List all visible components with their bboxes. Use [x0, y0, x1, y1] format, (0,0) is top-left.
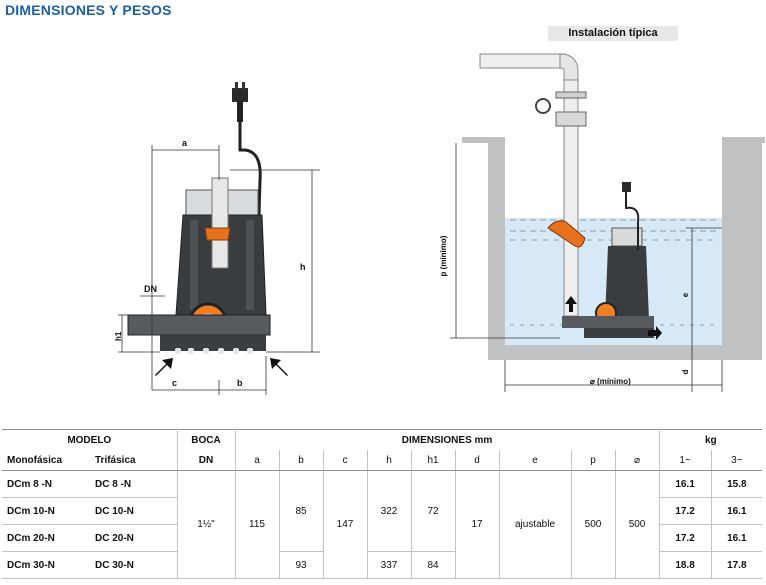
cell-dn: 1½"	[176, 470, 236, 579]
cell-mono: DCm 20-N	[2, 524, 90, 552]
header-kg3: 3~	[710, 450, 763, 471]
dim-a-label: a	[182, 138, 188, 148]
cell-b-2: 93	[278, 551, 324, 579]
cell-a: 115	[234, 470, 280, 579]
cell-tri: DC 20-N	[90, 524, 178, 552]
cell-p: 500	[570, 470, 616, 579]
header-p: p	[570, 450, 616, 471]
cell-mono: DCm 10-N	[2, 497, 90, 525]
cell-c: 147	[322, 470, 368, 579]
pump-dimension-drawing: a h DN h1 c b p (mínim	[114, 53, 765, 395]
table-row: DCm 10-N DC 10-N 17.2 16.1	[2, 497, 763, 525]
header-h1: h1	[410, 450, 456, 471]
dim-p-label: p (mínimo)	[439, 235, 448, 276]
header-e: e	[498, 450, 572, 471]
cell-h1-2: 84	[410, 551, 456, 579]
cell-h-1: 322	[366, 470, 412, 552]
header-kg1: 1~	[658, 450, 712, 471]
table-row: DCm 30-N DC 30-N 93 337 84 18.8 17.8	[2, 551, 763, 579]
header-dn: DN	[176, 450, 236, 471]
table-row: DCm 20-N DC 20-N 17.2 16.1	[2, 524, 763, 552]
header-a: a	[234, 450, 280, 471]
cell-e: ajustable	[498, 470, 572, 579]
cell-kg3: 16.1	[710, 524, 763, 552]
header-c: c	[322, 450, 368, 471]
cell-kg3: 16.1	[710, 497, 763, 525]
dim-h-label: h	[300, 262, 306, 272]
cell-kg1: 18.8	[658, 551, 712, 579]
dim-d-label: d	[681, 369, 690, 374]
header-d: d	[454, 450, 500, 471]
header-modelo: MODELO	[67, 434, 112, 446]
cell-kg1: 17.2	[658, 524, 712, 552]
cell-h-2: 337	[366, 551, 412, 579]
cell-diam: 500	[614, 470, 660, 579]
cell-tri: DC 30-N	[90, 551, 178, 579]
dim-b-label: b	[237, 378, 243, 388]
header-monofasica: Monofásica	[2, 450, 90, 471]
dim-dn-label: DN	[144, 284, 157, 294]
dim-e-label: e	[681, 292, 690, 297]
table-subheader-row: Monofásica Trifásica DN a b c h h1 d e p…	[2, 450, 763, 471]
dim-c-label: c	[172, 378, 177, 388]
cell-kg3: 15.8	[710, 470, 763, 498]
page-title: DIMENSIONES Y PESOS	[5, 2, 172, 18]
table-row: DCm 8 -N DC 8 -N 1½" 115 85 147 322 72 1…	[2, 470, 763, 579]
cell-tri: DC 8 -N	[90, 470, 178, 498]
dimensions-weights-table: MODELO BOCA DIMENSIONES mm kg Monofásica…	[2, 429, 763, 579]
table-header-row: MODELO BOCA DIMENSIONES mm kg	[2, 429, 763, 450]
header-b: b	[278, 450, 324, 471]
header-h: h	[366, 450, 412, 471]
cell-b-1: 85	[278, 470, 324, 552]
cell-kg3: 17.8	[710, 551, 763, 579]
dim-h1-label: h1	[114, 331, 123, 341]
cell-h1-1: 72	[410, 470, 456, 552]
cell-kg1: 16.1	[658, 470, 712, 498]
installation-caption: Instalación típica	[548, 26, 678, 41]
cell-mono: DCm 30-N	[2, 551, 90, 579]
cell-d: 17	[454, 470, 500, 579]
header-kg: kg	[658, 429, 763, 450]
cell-kg1: 17.2	[658, 497, 712, 525]
header-dimensiones: DIMENSIONES mm	[234, 429, 660, 450]
cell-mono: DCm 8 -N	[2, 470, 90, 498]
dim-min-width-label: ⌀ (mínimo)	[590, 377, 631, 386]
header-trifasica: Trifásica	[90, 450, 178, 471]
header-diam: ⌀	[614, 450, 660, 471]
header-boca: BOCA	[176, 429, 236, 450]
cell-tri: DC 10-N	[90, 497, 178, 525]
